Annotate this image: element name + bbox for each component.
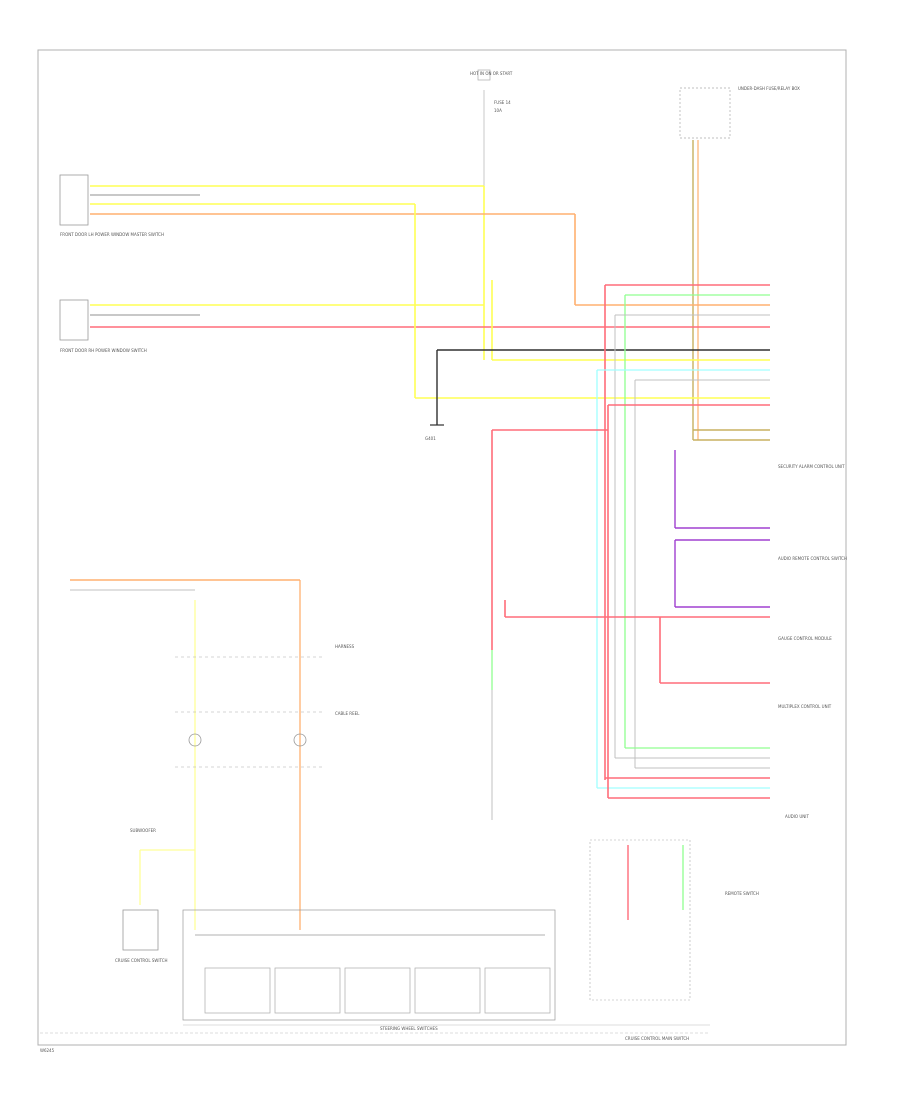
top-right-box-label: UNDER-DASH FUSE/RELAY BOX — [738, 86, 800, 91]
left-module-1-box — [59, 174, 89, 226]
audio-unit-label: AUDIO UNIT — [785, 814, 809, 819]
left-module-1-label: FRONT DOOR LH POWER WINDOW MASTER SWITCH — [60, 232, 164, 237]
remote-switch-label: REMOTE SWITCH — [725, 891, 759, 896]
cable-reel-left — [188, 733, 202, 747]
left-module-2-box — [59, 299, 89, 341]
left-module-2-label: FRONT DOOR RH POWER WINDOW SWITCH — [60, 348, 147, 353]
steering-switch-label: STEERING WHEEL SWITCHES — [380, 1026, 438, 1031]
sub-woofer-label: SUBWOOFER — [130, 828, 156, 833]
steering-switch-1 — [204, 967, 271, 1014]
page-label: W6245 — [40, 1048, 55, 1053]
lower-left-box-label: CRUISE CONTROL MAIN SWITCH — [625, 1036, 689, 1041]
ground-label: G401 — [425, 436, 436, 441]
steering-switch-outer — [182, 909, 556, 1021]
cable-reel-label: CABLE REEL — [335, 711, 360, 716]
top-fuse-box — [477, 69, 491, 81]
diagram-frame — [37, 49, 847, 1046]
mid-right-label-1: SECURITY ALARM CONTROL UNIT — [778, 464, 845, 469]
steering-switch-5 — [484, 967, 551, 1014]
mid-right-label-4: MULTIPLEX CONTROL UNIT — [778, 704, 832, 709]
cable-reel-right — [293, 733, 307, 747]
top-fuse-label: HOT IN ON OR START — [470, 71, 513, 76]
steering-switch-4 — [414, 967, 481, 1014]
fuse-amp-label: 10A — [494, 108, 502, 113]
fuse-small-label: FUSE 14 — [494, 100, 511, 105]
remote-switch-box — [589, 839, 691, 1001]
steering-switch-2 — [274, 967, 341, 1014]
lower-connector-label: HARNESS — [335, 644, 355, 649]
steering-switch-3 — [344, 967, 411, 1014]
top-right-box — [679, 87, 731, 139]
mid-right-label-3: GAUGE CONTROL MODULE — [778, 636, 832, 641]
cruise-switch-box — [122, 909, 159, 951]
mid-right-label-2: AUDIO REMOTE CONTROL SWITCH — [778, 556, 847, 561]
cruise-switch-label: CRUISE CONTROL SWITCH — [115, 958, 168, 963]
